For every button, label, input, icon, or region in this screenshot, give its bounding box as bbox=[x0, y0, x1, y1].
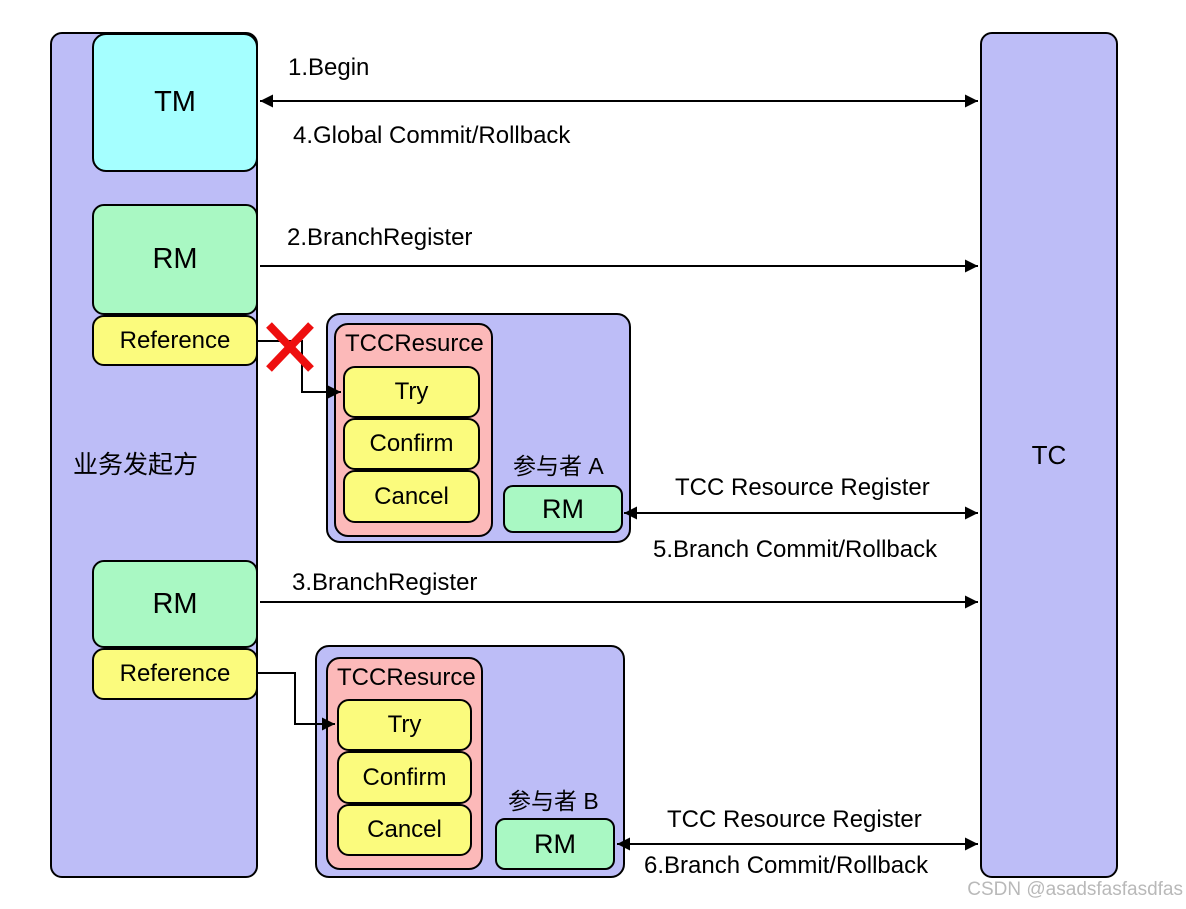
rm-b-box: RM bbox=[495, 818, 615, 870]
cancel-a-label: Cancel bbox=[374, 482, 449, 510]
confirm-a-box: Confirm bbox=[343, 418, 480, 470]
msg-tcc-register-a: TCC Resource Register bbox=[675, 474, 930, 501]
rm1-label: RM bbox=[152, 243, 198, 275]
msg-begin: 1.Begin bbox=[288, 54, 370, 81]
error-cross-icon bbox=[266, 322, 314, 372]
rm2-label: RM bbox=[152, 587, 198, 620]
rm2-box: RM bbox=[92, 560, 258, 648]
rm-a-box: RM bbox=[503, 485, 623, 533]
msg-branch-commit-b: 6.Branch Commit/Rollback bbox=[644, 852, 929, 879]
participant-b-label: 参与者 B bbox=[508, 788, 599, 814]
confirm-b-label: Confirm bbox=[362, 763, 447, 791]
msg-tcc-register-b: TCC Resource Register bbox=[667, 806, 922, 833]
try-a-box: Try bbox=[343, 366, 480, 418]
tc-container: TC bbox=[980, 32, 1118, 878]
msg-branch-commit-a: 5.Branch Commit/Rollback bbox=[653, 536, 938, 563]
cancel-a-box: Cancel bbox=[343, 470, 480, 523]
rm-a-label: RM bbox=[542, 493, 584, 524]
msg-global-commit-rollback: 4.Global Commit/Rollback bbox=[293, 122, 571, 149]
tc-label: TC bbox=[1031, 439, 1067, 470]
reference1-label: Reference bbox=[119, 326, 231, 354]
try-b-label: Try bbox=[387, 711, 422, 738]
cancel-b-label: Cancel bbox=[367, 816, 442, 843]
initiator-label: 业务发起方 bbox=[73, 451, 199, 479]
rm1-box: RM bbox=[92, 204, 258, 315]
confirm-b-box: Confirm bbox=[337, 751, 472, 804]
tm-box: TM bbox=[92, 33, 258, 172]
watermark: CSDN @asadsfasfasdfas bbox=[967, 879, 1183, 900]
msg-branch-register-b: 3.BranchRegister bbox=[292, 569, 478, 596]
reference1-box: Reference bbox=[92, 315, 258, 366]
msg-branch-register-a: 2.BranchRegister bbox=[287, 224, 473, 251]
reference2-label: Reference bbox=[119, 660, 231, 687]
participant-a-label: 参与者 A bbox=[513, 453, 604, 479]
reference2-box: Reference bbox=[92, 648, 258, 700]
cancel-b-box: Cancel bbox=[337, 804, 472, 856]
tcc-resource-a-title: TCCResurce bbox=[345, 330, 484, 357]
tm-label: TM bbox=[154, 86, 196, 118]
try-a-label: Try bbox=[394, 378, 429, 405]
try-b-box: Try bbox=[337, 699, 472, 751]
tcc-resource-b-title: TCCResurce bbox=[337, 664, 476, 691]
initiator-container bbox=[50, 32, 258, 878]
confirm-a-label: Confirm bbox=[369, 430, 454, 457]
rm-b-label: RM bbox=[534, 828, 576, 859]
